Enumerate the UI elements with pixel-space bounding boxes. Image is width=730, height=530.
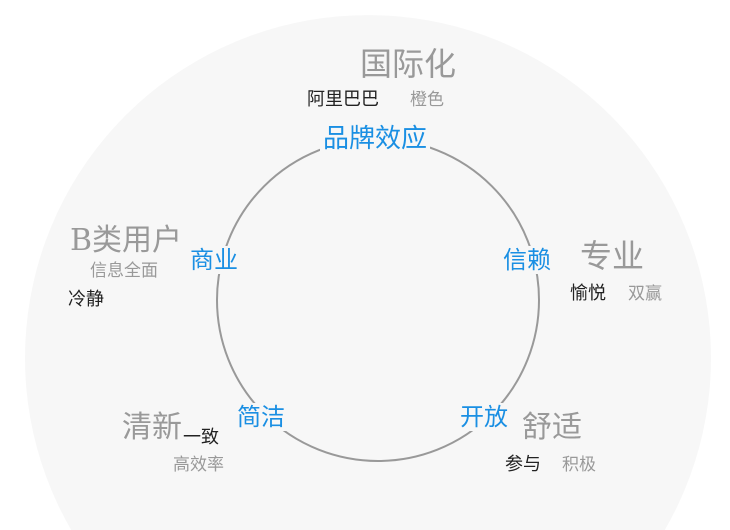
word-bottom-right-light: 积极 [562,455,596,475]
word-bottom-left-dark: 一致 [183,427,219,448]
word-top-dark: 阿里巴巴 [307,89,379,110]
word-right-light: 双赢 [628,284,662,304]
background-circle [25,15,711,530]
theme-right: 专业 [580,237,645,275]
theme-bottom-left: 清新 [122,410,182,445]
word-left-dark: 冷静 [68,289,104,310]
node-right: 信赖 [500,246,554,274]
word-right-dark: 愉悦 [570,283,606,304]
node-bottom-left: 简洁 [234,403,288,431]
word-bottom-right-dark: 参与 [505,454,541,475]
theme-top: 国际化 [360,45,457,83]
node-bottom-right: 开放 [457,403,511,431]
word-left-light: 信息全面 [90,261,158,281]
node-left: 商业 [187,246,241,274]
node-top: 品牌效应 [320,124,431,154]
theme-left: B类用户 [70,223,183,258]
word-bottom-left-light: 高效率 [173,455,224,475]
word-top-light: 橙色 [410,90,444,110]
theme-bottom-right: 舒适 [522,410,582,445]
